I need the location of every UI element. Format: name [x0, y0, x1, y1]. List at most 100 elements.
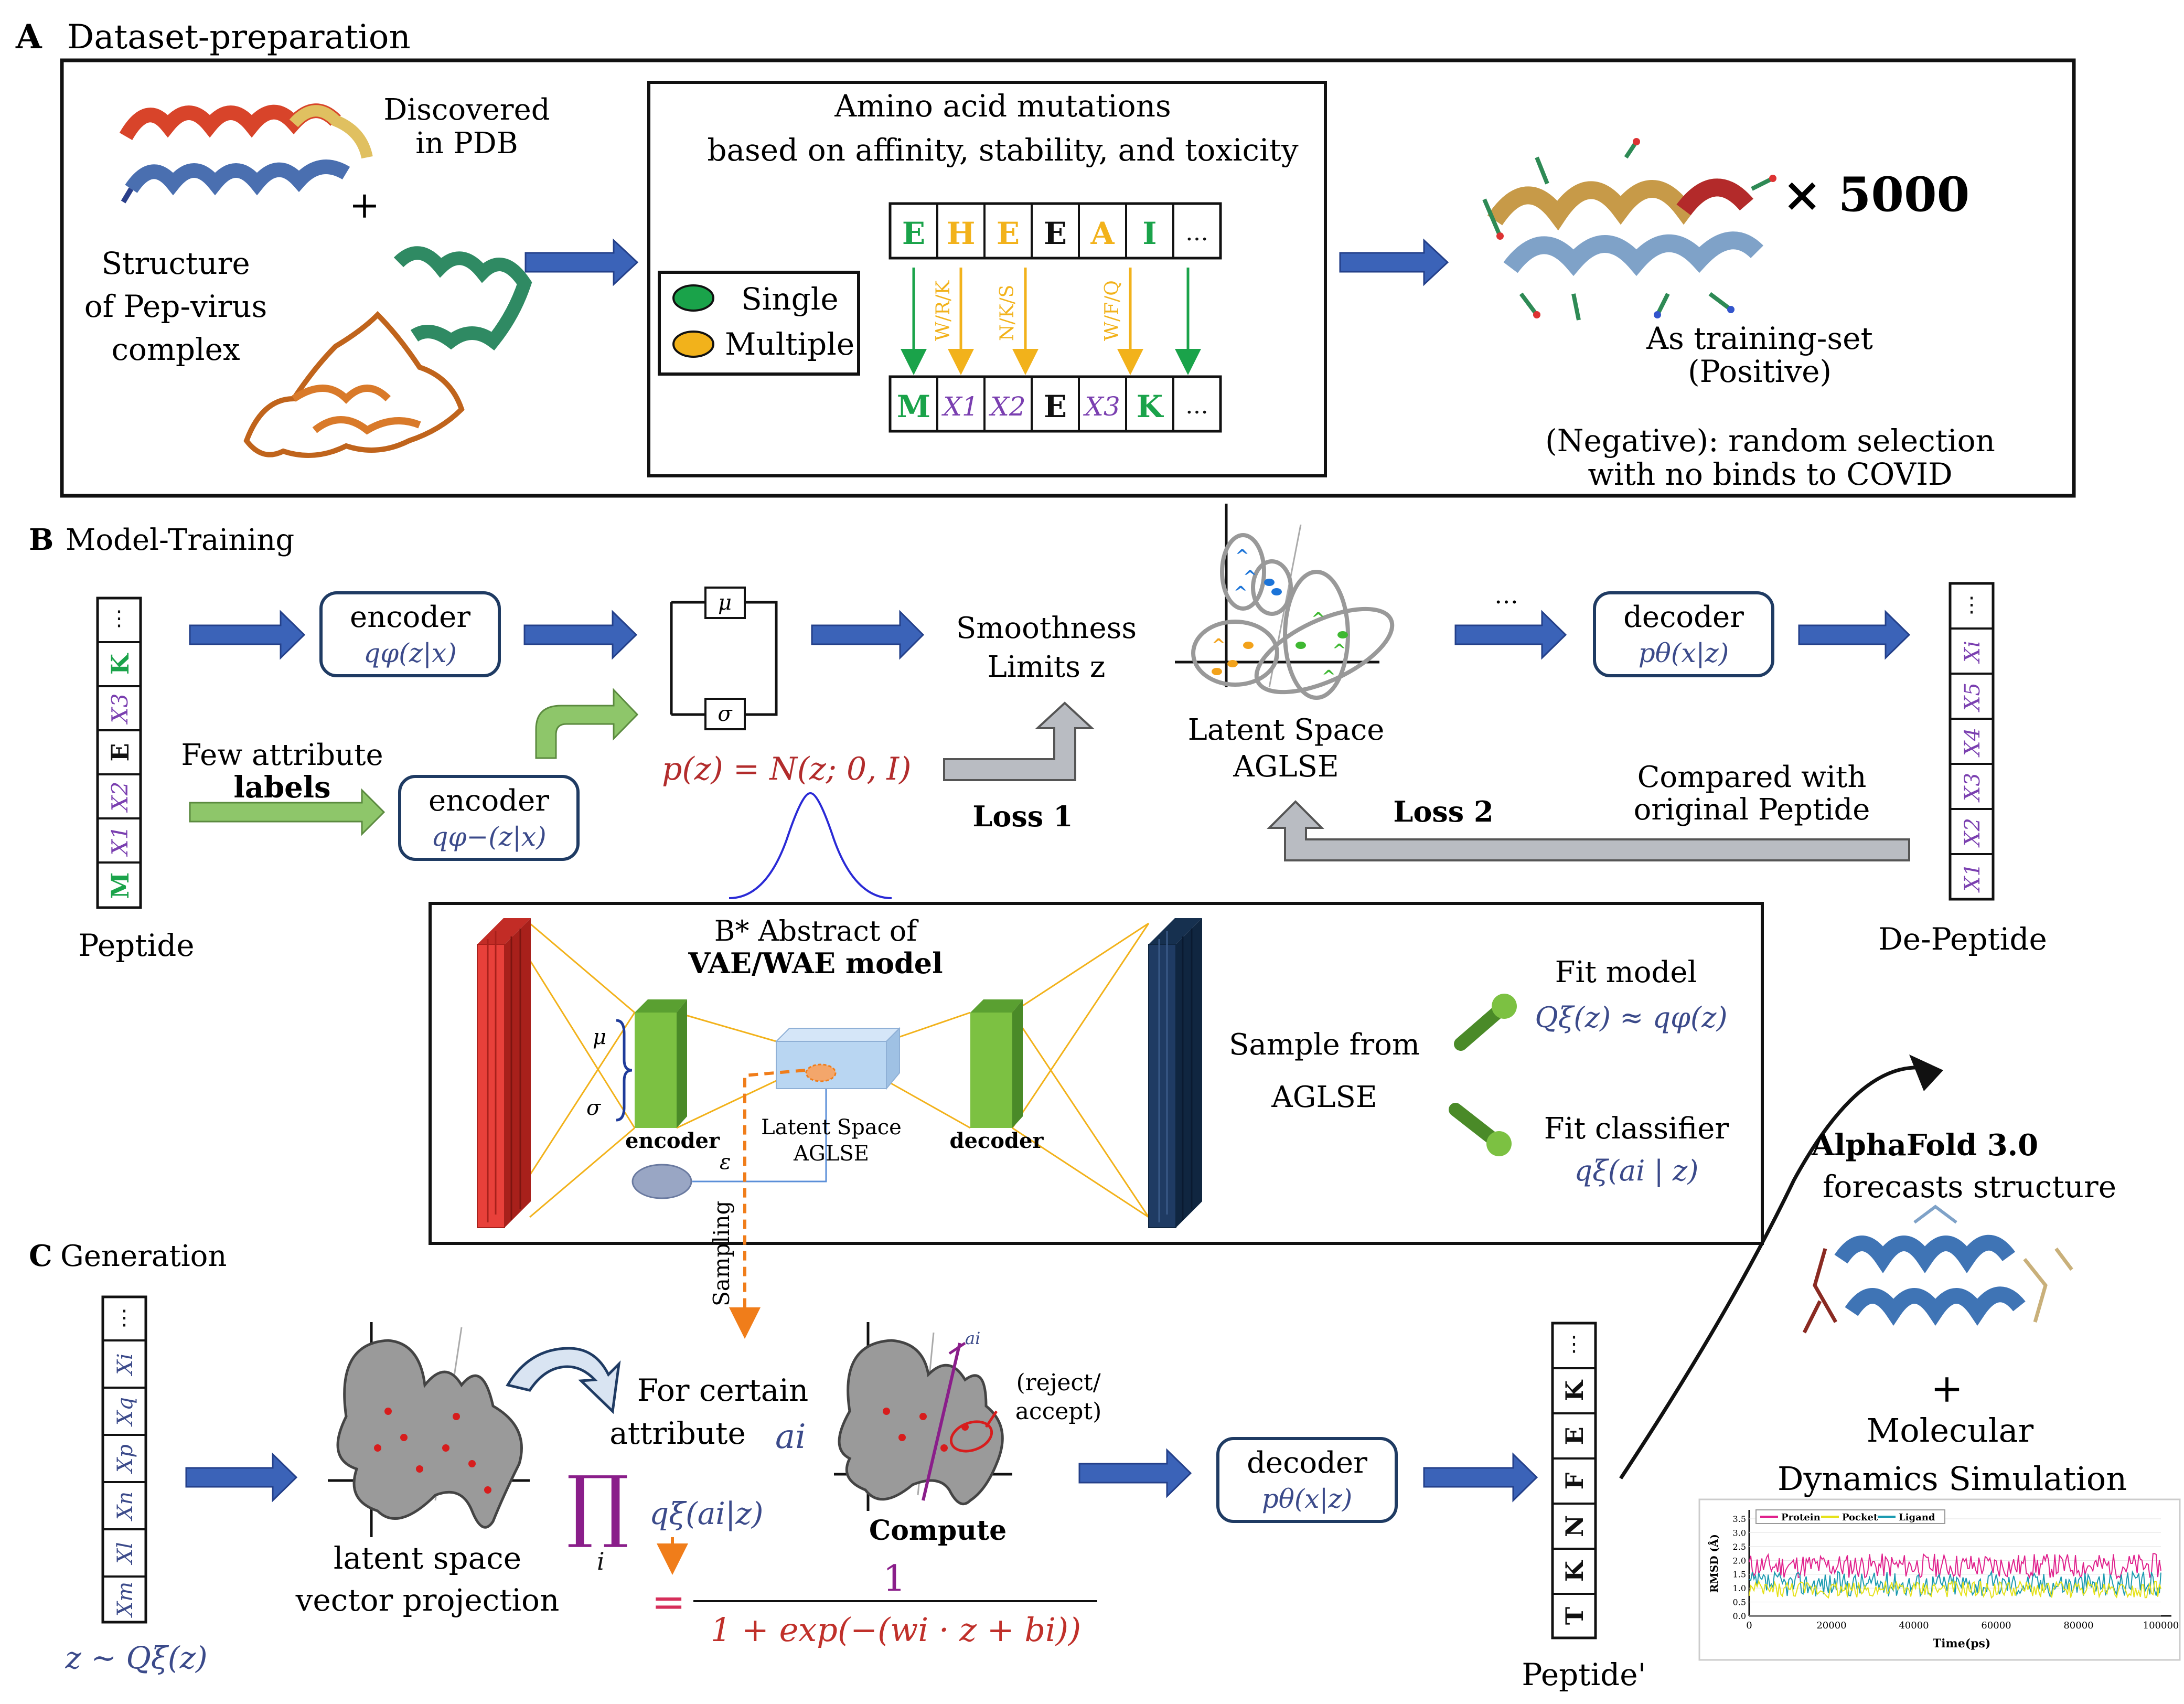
seq-top-residue-3: E [997, 216, 1020, 251]
depeptide-column: X1 X2 X3 X4 X5 Xi ⋮ [1949, 582, 1995, 901]
rmsd-xtick-label: 0 [1746, 1620, 1752, 1631]
fit-classifier-equation: qξ(ai | z) [1575, 1154, 1699, 1187]
gen-output-residue-3: N [1560, 1515, 1589, 1537]
rmsd-legend-box [1755, 1509, 1945, 1524]
depeptide-residue-6: Xi [1961, 641, 1985, 664]
structure-line1: Structure [101, 246, 250, 281]
rmsd-ytick-label: 2.5 [1733, 1542, 1746, 1552]
structure-line3: complex [111, 332, 240, 367]
training-peptide-illustration [1482, 138, 1776, 321]
panel-b-letter: B [29, 523, 53, 557]
fit-model-pin-icon [1454, 994, 1517, 1051]
sample-from-line1: Sample from [1229, 1028, 1420, 1062]
seq-top-residue-5: A [1090, 216, 1115, 251]
reject-line2: accept) [1015, 1398, 1102, 1425]
predicted-structure-illustration [1802, 1205, 2073, 1334]
seq-bottom-residue-3: X2 [988, 391, 1025, 422]
negative-line1: (Negative): random selection [1545, 423, 1995, 459]
gen-input-residue-3: Xn [113, 1492, 137, 1521]
encoder2-box [398, 775, 580, 861]
seq-top-residue-2: H [947, 216, 976, 251]
peptide-residue-4: E [106, 743, 134, 761]
encoder1-box [319, 591, 501, 677]
encoder2-label: encoder [429, 784, 549, 818]
ellipsis-b: … [1494, 581, 1518, 609]
svg-text:^: ^ [1243, 567, 1257, 587]
z-sample-label: z ~ Qξ(z) [65, 1640, 207, 1676]
few-attribute-line2: labels [233, 770, 330, 805]
prior-equation: p(z) = N(z; 0, I) [662, 751, 912, 787]
sampling-label: Sampling [709, 1201, 734, 1306]
latent-bstar-line2: AGLSE [793, 1142, 869, 1166]
peptide-prime-label: Peptide' [1522, 1657, 1646, 1692]
peptide-residue-7: ⋮ [109, 606, 130, 631]
output-layer-stack [1148, 918, 1202, 1228]
gen-input-residue-5: Xq [113, 1397, 137, 1427]
panel-a-letter: A [15, 17, 42, 57]
decoder-b-sub: pθ(x|z) [1639, 638, 1729, 668]
panel-a-frame [60, 58, 2076, 498]
seq-bottom-residue-4: E [1044, 389, 1067, 424]
svg-text:^: ^ [1234, 582, 1248, 602]
network-connection-lines [529, 922, 1150, 1218]
rmsd-legend-ligand: Ligand [1899, 1512, 1935, 1523]
rmsd-ytick-label: 1.0 [1733, 1583, 1746, 1593]
panel-c-letter: C [29, 1239, 52, 1273]
rmsd-ytick-label: 0.0 [1733, 1611, 1746, 1621]
peptide-residue-6: K [106, 653, 134, 675]
depeptide-residue-2: X2 [1961, 818, 1985, 848]
arrow-b2 [523, 610, 638, 660]
training-set-line2: (Positive) [1688, 354, 1832, 389]
sequence-bottom: M X1 X2 E X3 K … [888, 375, 1222, 433]
mu-symbol-bstar: μ [593, 1025, 606, 1049]
attribute-line2: attribute [609, 1415, 746, 1451]
single-legend-icon [672, 284, 714, 312]
decoder-block [970, 999, 1023, 1128]
ai-small-label: ai [965, 1328, 980, 1348]
fraction-numerator: 1 [883, 1558, 905, 1600]
compared-line1: Compared with [1637, 760, 1867, 794]
encoder-block [635, 999, 687, 1128]
rmsd-ytick-label: 3.0 [1733, 1528, 1746, 1538]
depeptide-residue-5: X5 [1961, 683, 1985, 712]
compute-label: Compute [869, 1515, 1007, 1547]
smoothness-line2: Limits z [988, 650, 1106, 684]
mu-sigma-block [670, 587, 778, 730]
arrow-b5 [1798, 610, 1911, 660]
rmsd-ylabel: RMSD (Å) [1708, 1534, 1720, 1593]
arrow-label-wfq: W/F/Q [1101, 280, 1123, 341]
attribute-line1: For certain [637, 1372, 808, 1408]
multiple-legend-icon [672, 331, 714, 358]
epsilon-symbol: ε [720, 1150, 731, 1174]
seq-bottom-residue-7: … [1185, 392, 1208, 419]
alphafold-curve-arrow [1619, 1066, 1920, 1479]
rmsd-ytick-label: 1.5 [1733, 1570, 1746, 1580]
input-layer-stack [477, 918, 531, 1228]
svg-text:^: ^ [1235, 546, 1249, 566]
decoder-c-sub: pθ(x|z) [1262, 1484, 1353, 1514]
svg-text:^: ^ [1322, 666, 1336, 686]
panel-a-title: Dataset-preparation [67, 18, 411, 57]
plus-sign-a: + [349, 184, 380, 227]
gen-output-residue-5: E [1560, 1426, 1589, 1445]
rmsd-pocket-series [1749, 1579, 2161, 1599]
encoder1-label: encoder [350, 600, 470, 634]
seq-top-residue-6: I [1142, 216, 1157, 251]
equals-sign: = [651, 1579, 686, 1626]
compute-blob [834, 1322, 1012, 1511]
fit-model-label: Fit model [1555, 955, 1697, 989]
few-attribute-line1: Few attribute [181, 738, 383, 772]
rmsd-xlabel: Time(ps) [1933, 1637, 1991, 1650]
peptide-residue-1: M [106, 872, 134, 899]
md-line1: Molecular [1867, 1411, 2034, 1450]
arrow-label-wrk: W/R/K [933, 280, 954, 341]
gen-input-residue-2: Xl [113, 1542, 137, 1565]
latent-cube [775, 1027, 901, 1090]
depeptide-label: De-Peptide [1878, 921, 2047, 957]
panel-b-title: Model-Training [66, 523, 294, 557]
arrow-b4 [1454, 610, 1567, 660]
gen-output-residue-1: T [1560, 1607, 1589, 1625]
peptide-residue-3: X2 [107, 782, 133, 813]
